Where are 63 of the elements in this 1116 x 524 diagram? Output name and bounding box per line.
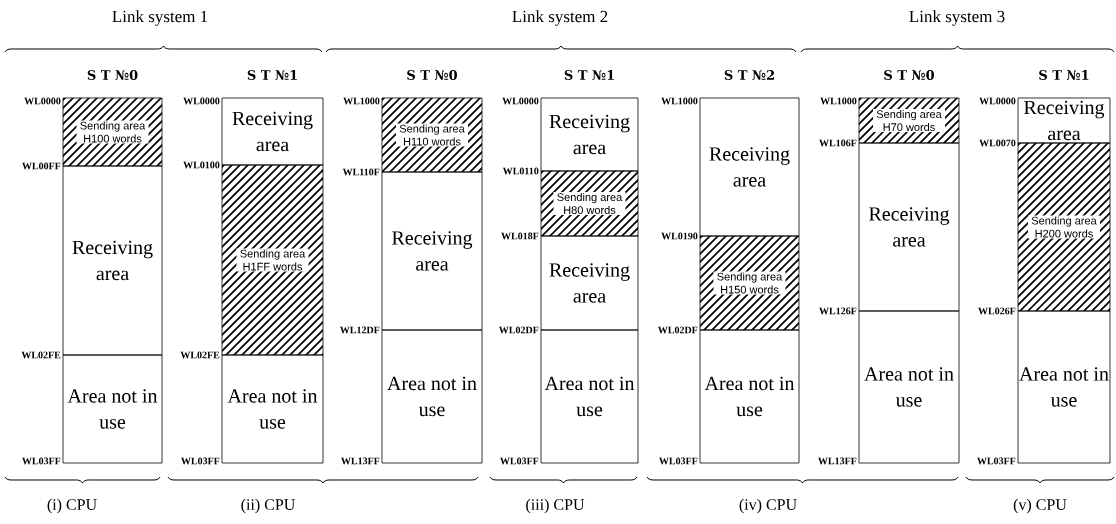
address-label: WL02DF: [657, 326, 698, 334]
address-label: WL03FF: [659, 457, 698, 465]
address-label: WL106F: [819, 139, 857, 147]
station-header: S T №1: [1039, 70, 1089, 80]
address-label: WL02FE: [180, 351, 220, 359]
address-label: WL1000: [820, 97, 857, 105]
address-label: WL0000: [502, 97, 539, 105]
address-label: WL0000: [979, 97, 1016, 105]
cpu-label: (ii) CPU: [241, 498, 295, 514]
address-label: WL018F: [501, 232, 539, 240]
sending-area-box: Sending area H150 words: [699, 235, 800, 331]
address-label: WL110F: [342, 168, 380, 176]
unused-area-box: Area not in use: [858, 310, 960, 464]
cpu-label: (i) CPU: [47, 498, 97, 514]
unused-area-box: Area not in use: [1017, 310, 1111, 464]
sending-area-box: Sending area H70 words: [858, 97, 960, 144]
unused-area-box: Area not in use: [62, 354, 163, 464]
receiving-area-box: Receiving area: [699, 97, 800, 237]
address-label: WL1000: [343, 97, 380, 105]
address-label: WL0110: [502, 167, 539, 175]
address-label: WL0100: [183, 161, 220, 169]
address-label: WL02DF: [498, 326, 539, 334]
sending-area-box: Sending area H1FF words: [221, 164, 324, 356]
address-label: WL03FF: [500, 457, 539, 465]
address-label: WL03FF: [181, 457, 220, 465]
unused-area-box: Area not in use: [540, 329, 639, 464]
address-label: WL13FF: [818, 457, 857, 465]
unused-area-box: Area not in use: [381, 329, 483, 464]
station-header: S T №2: [724, 70, 774, 80]
cpu-label: (iv) CPU: [739, 498, 797, 514]
receiving-area-box: Receiving area: [221, 97, 324, 166]
sending-area-box: Sending area H80 words: [540, 170, 639, 237]
receiving-area-box: Receiving area: [540, 97, 639, 172]
address-label: WL0000: [24, 97, 61, 105]
system-label: Link system 3: [909, 10, 1005, 26]
receiving-area-box: Receiving area: [1017, 97, 1111, 144]
sending-area-box: Sending area H110 words: [381, 97, 483, 173]
sending-area-box: Sending area H100 words: [62, 97, 163, 167]
station-header: S T №1: [247, 70, 297, 80]
station-header: S T №1: [564, 70, 614, 80]
address-label: WL1000: [661, 97, 698, 105]
address-label: WL00FF: [22, 162, 61, 170]
address-label: WL0070: [979, 139, 1016, 147]
station-header: S T №0: [407, 70, 458, 80]
address-label: WL03FF: [977, 457, 1016, 465]
unused-area-box: Area not in use: [221, 354, 324, 464]
system-label: Link system 2: [512, 10, 608, 26]
cpu-label: (v) CPU: [1013, 498, 1067, 514]
address-label: WL13FF: [341, 457, 380, 465]
address-label: WL0190: [661, 232, 698, 240]
address-label: WL02FE: [21, 351, 61, 359]
address-label: WL0000: [183, 97, 220, 105]
sending-area-box: Sending area H200 words: [1017, 142, 1111, 312]
station-header: S T №0: [87, 70, 138, 80]
receiving-area-box: Receiving area: [540, 235, 639, 331]
address-label: WL026F: [978, 307, 1016, 315]
address-label: WL12DF: [339, 326, 380, 334]
cpu-label: (iii) CPU: [526, 498, 585, 514]
unused-area-box: Area not in use: [699, 329, 800, 464]
address-label: WL03FF: [22, 457, 61, 465]
address-label: WL126F: [819, 307, 857, 315]
system-label: Link system 1: [112, 10, 208, 26]
station-header: S T №0: [884, 70, 935, 80]
